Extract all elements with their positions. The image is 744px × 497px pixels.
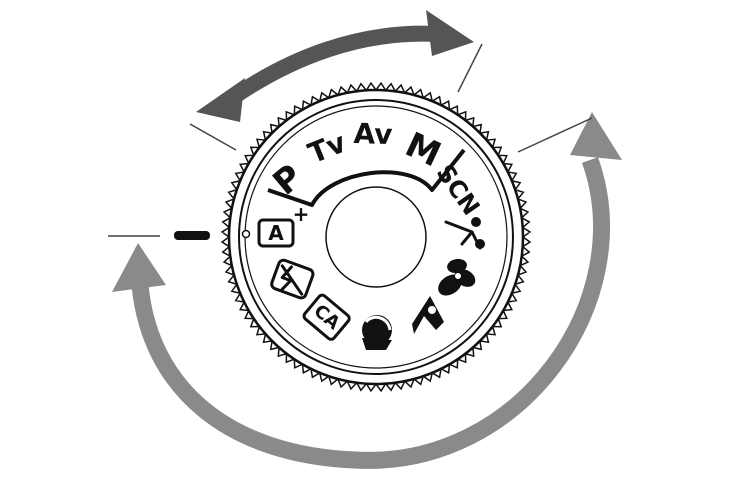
basic-zone-arrow-head-top <box>570 112 622 160</box>
range-tick-top-left <box>189 123 237 151</box>
scene-intelligent-auto-icon[interactable]: A + <box>257 202 310 248</box>
basic-zone-arrow <box>112 112 622 469</box>
svg-text:A: A <box>268 221 284 245</box>
creative-zone-bracket <box>267 148 466 207</box>
flash-off-icon[interactable] <box>270 258 315 300</box>
range-tick-top-right <box>457 43 483 93</box>
range-tick-lines <box>108 43 593 237</box>
close-up-icon[interactable] <box>434 257 478 299</box>
creative-zone-arrow-head-right <box>426 10 474 56</box>
svg-text:+: + <box>293 202 310 226</box>
creative-zone-arrow <box>196 10 474 122</box>
dial-center-hub <box>325 186 427 288</box>
portrait-icon[interactable] <box>362 315 392 350</box>
range-tick-right <box>517 117 593 153</box>
mode-av-label[interactable]: Av <box>353 117 393 151</box>
sports-icon[interactable] <box>444 217 485 250</box>
mode-dial[interactable]: P Tv Av M SCN A + CA <box>220 81 532 393</box>
basic-zone-arrow-head-left <box>112 243 166 292</box>
creative-auto-icon[interactable]: CA <box>302 293 351 341</box>
dial-position-dot <box>241 229 251 239</box>
creative-zone-arrow-head-left <box>196 78 245 122</box>
dial-index-mark <box>174 231 210 240</box>
landscape-icon[interactable] <box>412 296 444 334</box>
